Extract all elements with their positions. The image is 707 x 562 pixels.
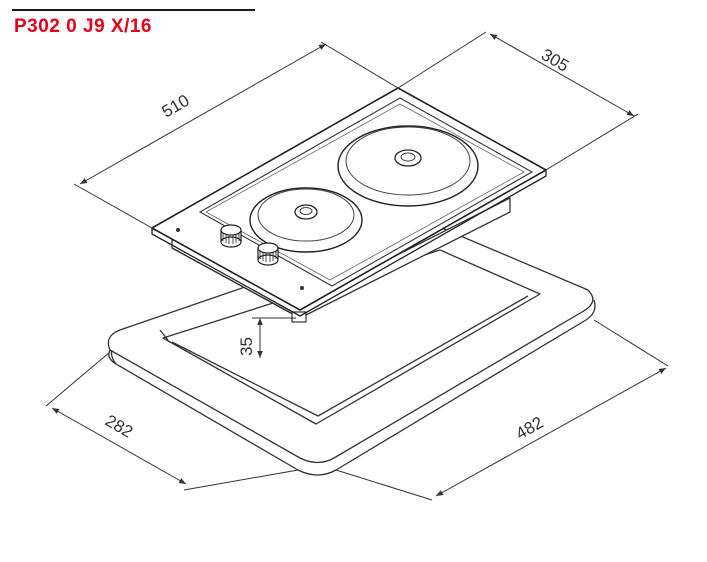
dimension-label-35: 35 bbox=[237, 337, 256, 356]
dimension-label-305: 305 bbox=[538, 45, 572, 76]
dimension-label-282: 282 bbox=[102, 411, 136, 442]
dimension-35 bbox=[252, 317, 296, 358]
dimension-282 bbox=[45, 351, 299, 491]
dimension-label-510: 510 bbox=[159, 91, 193, 122]
dimension-482 bbox=[335, 319, 669, 501]
control-knob-icon bbox=[220, 224, 242, 248]
dimension-305 bbox=[397, 31, 639, 171]
cutout-frame bbox=[107, 223, 596, 476]
model-code: P302 0 J9 X/16 bbox=[14, 16, 152, 37]
control-knob-icon bbox=[257, 242, 279, 266]
dimension-510 bbox=[73, 41, 399, 229]
dimension-label-482: 482 bbox=[513, 413, 547, 444]
title-rule bbox=[12, 9, 255, 11]
electric-hob-icon bbox=[151, 87, 547, 323]
